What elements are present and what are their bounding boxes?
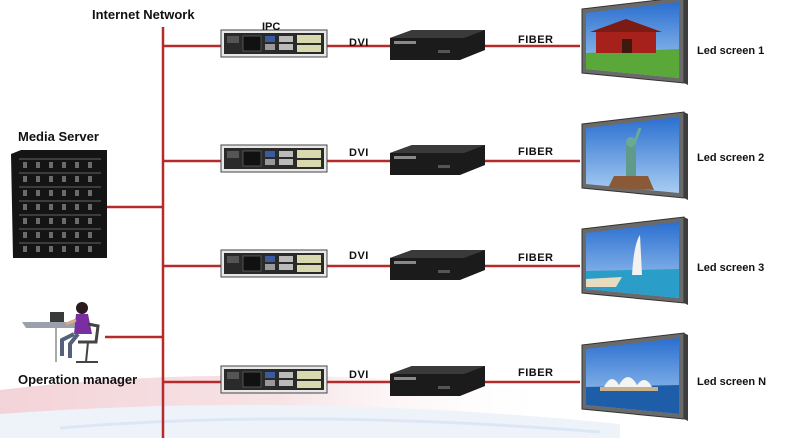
led-monitor-1 xyxy=(581,0,688,85)
fiber-transmitter-1 xyxy=(390,30,485,60)
led-monitor-4 xyxy=(581,332,688,421)
screen-label-1: Led screen 1 xyxy=(697,45,765,57)
ipc-device-1 xyxy=(220,29,328,58)
fiber-transmitter-3 xyxy=(390,250,485,280)
ipc-device-3 xyxy=(220,249,328,278)
screen-label-4: Led screen N xyxy=(697,376,767,388)
led-monitor-3 xyxy=(581,216,688,305)
screen-label-2: Led screen 2 xyxy=(697,152,765,164)
fiber-label-2: FIBER xyxy=(518,146,554,158)
media-server-label: Media Server xyxy=(18,129,99,144)
screen-label-3: Led screen 3 xyxy=(697,262,765,274)
ipc-device-2 xyxy=(220,144,328,173)
ipc-device-4 xyxy=(220,365,328,394)
led-monitor-2 xyxy=(581,111,688,200)
ipc-label: IPC xyxy=(262,21,281,33)
network-label: Internet Network xyxy=(92,7,195,22)
fiber-transmitter-4 xyxy=(390,366,485,396)
operator-icon xyxy=(22,302,100,363)
media-server-icon xyxy=(11,150,107,258)
operator-label: Operation manager xyxy=(18,372,138,387)
dvi-label-1: DVI xyxy=(349,37,369,49)
fiber-label-1: FIBER xyxy=(518,34,554,46)
dvi-label-2: DVI xyxy=(349,147,369,159)
dvi-label-4: DVI xyxy=(349,369,369,381)
fiber-label-4: FIBER xyxy=(518,367,554,379)
fiber-label-3: FIBER xyxy=(518,252,554,264)
dvi-label-3: DVI xyxy=(349,250,369,262)
fiber-transmitter-2 xyxy=(390,145,485,175)
